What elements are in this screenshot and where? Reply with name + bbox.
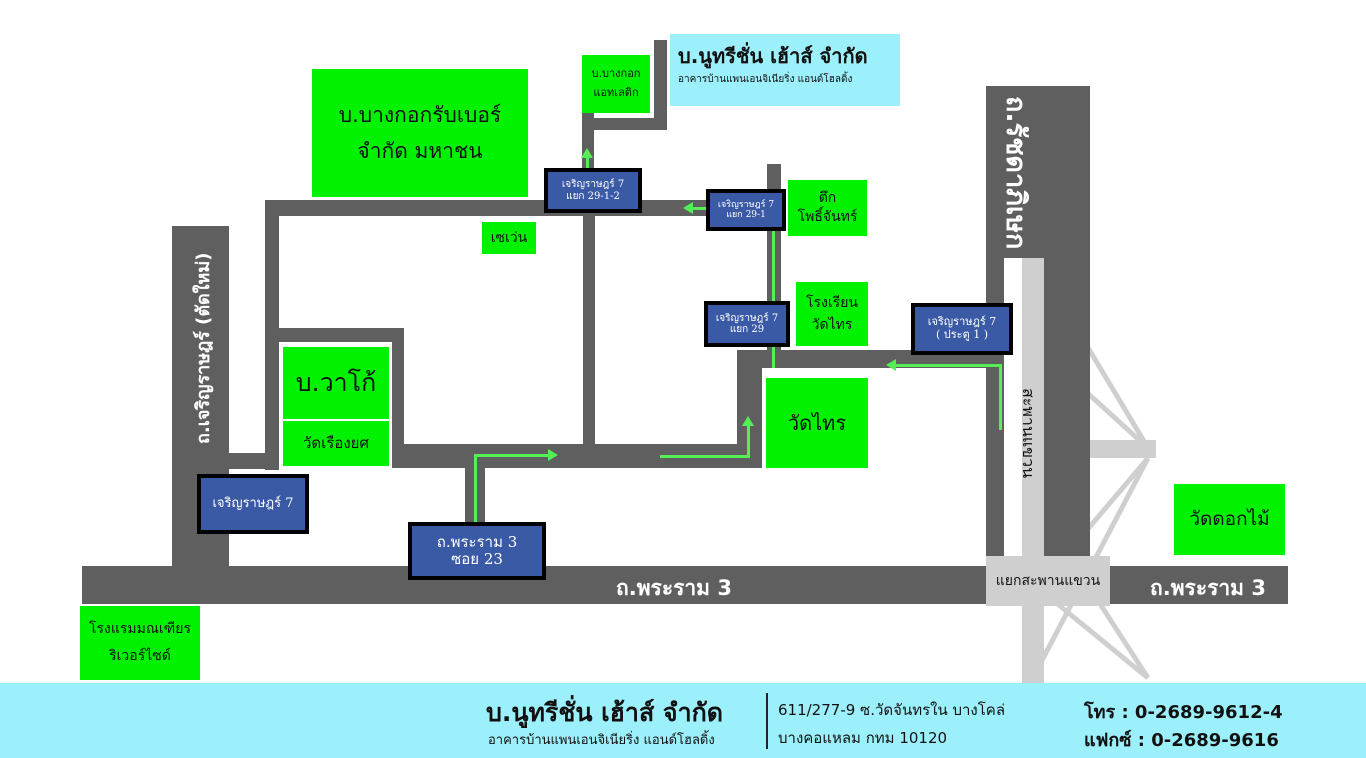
soi-connector-left <box>228 453 266 469</box>
map: ถ.รัชดาภิเษก สะพานแขวน ถ.พระราม 3 ถ.พระร… <box>80 34 1288 683</box>
seven-eleven-landmark: เซเว่น <box>482 222 536 254</box>
soi-label-gate1-line1: เจริญราษฎร์ 7 <box>927 315 997 329</box>
footer-fax: แฟกซ์ : 0-2689-9616 <box>1084 730 1279 751</box>
bangkok-athletic-line2: แอทเลติก <box>593 86 639 99</box>
wat-rueang-yot-label: วัดเรืองยศ <box>303 434 369 453</box>
route-line-gate1-left <box>896 364 1002 367</box>
soi-label-gate1: เจริญราษฎร์ 7 ( ประตู 1 ) <box>911 303 1013 355</box>
soi-label-29-1-line1: เจริญราษฎร์ 7 <box>717 199 775 210</box>
soi-label-rama3-23-line1: ถ.พระราม 3 <box>436 532 518 551</box>
bangkok-rubber-line1: บ.บางกอกรับเบอร์ <box>338 102 502 127</box>
footer: บ.นูทรีชั่น เฮ้าส์ จำกัด อาคารบ้านแพนเอน… <box>0 683 1366 758</box>
montien-riverside-line1: โรงแรมมณเฑียร <box>89 621 191 638</box>
intersection-box: แยกสะพานแขวน <box>986 556 1110 606</box>
soi-inner-horizontal <box>279 328 404 342</box>
montien-riverside-line2: ริเวอร์ไซด์ <box>109 648 171 664</box>
wat-sai-label: วัดไทร <box>787 410 847 435</box>
bangkok-rubber-line2: จำกัด มหาชน <box>357 139 483 163</box>
seven-eleven-label: เซเว่น <box>490 229 528 246</box>
soi-label-gate1-line2: ( ประตู 1 ) <box>935 328 988 341</box>
company-top-name: บ.นูทรีชั่น เฮ้าส์ จำกัด <box>678 44 868 68</box>
wako-landmark: บ.วาโก้ <box>283 347 389 419</box>
bangkok-athletic-line1: บ.บางกอก <box>591 67 641 81</box>
soi-north-horizontal <box>265 200 775 216</box>
rama3-east-label: ถ.พระราม 3 <box>1150 576 1266 600</box>
soi-label-29-1-line2: แยก 29-1 <box>726 210 766 220</box>
route-line-rama3-23-up <box>474 454 477 566</box>
wat-dok-mai-label: วัดดอกไม้ <box>1189 507 1270 530</box>
footer-address-line1: 611/277-9 ซ.วัดจันทรใน บางโคล่ <box>778 701 1006 719</box>
tuek-phothichan-landmark: ตึก โพธิ์จันทร์ <box>788 180 867 236</box>
soi-north-vertical-right <box>654 40 667 130</box>
tuek-phothichan-line2: โพธิ์จันทร์ <box>797 209 858 225</box>
route-line-soi-29 <box>772 228 775 368</box>
route-line-gate1-down <box>999 364 1002 430</box>
soi-label-29-1: เจริญราษฎร์ 7 แยก 29-1 <box>706 189 786 231</box>
footer-company-sub: อาคารบ้านแพนเอนจิเนียริ่ง แอนด์โฮลดิ้ง <box>488 733 715 748</box>
tuek-phothichan-line1: ตึก <box>818 190 837 207</box>
route-line-soi-29-1 <box>693 207 707 210</box>
bangkok-athletic-landmark: บ.บางกอก แอทเลติก <box>582 55 650 113</box>
route-arrow-left-2 <box>886 359 896 371</box>
route-arrow-up-1 <box>742 416 754 426</box>
footer-address-line2: บางคอแหลม กทม 10120 <box>778 729 948 747</box>
company-top-box: บ.นูทรีชั่น เฮ้าส์ จำกัด อาคารบ้านแพนเอน… <box>670 34 900 106</box>
soi-label-29-line2: แยก 29 <box>729 324 765 335</box>
route-line-up-to-soi <box>747 426 750 458</box>
wat-sai-school-line1: โรงเรียน <box>806 294 858 311</box>
wat-dok-mai-landmark: วัดดอกไม้ <box>1174 484 1285 555</box>
ratchadaphisek-label: ถ.รัชดาภิเษก <box>1000 96 1031 250</box>
route-line-north <box>586 158 589 172</box>
soi-west-vertical <box>265 200 279 470</box>
wat-sai-school-line2: วัดไทร <box>811 316 853 333</box>
route-line-to-east <box>474 454 548 457</box>
intersection-label: แยกสะพานแขวน <box>995 573 1101 589</box>
wako-label: บ.วาโก้ <box>295 368 377 398</box>
charoenrat-label: ถ.เจริญราษฎร์ (ตัดใหม่) <box>193 252 214 444</box>
route-line-main-east <box>660 455 750 458</box>
wat-sai-school-landmark: โรงเรียน วัดไทร <box>796 282 868 346</box>
wat-rueang-yot-landmark: วัดเรืองยศ <box>283 421 389 466</box>
footer-phone: โทร : 0-2689-9612-4 <box>1084 702 1283 723</box>
footer-divider <box>766 693 768 749</box>
bridge-label: สะพานแขวน <box>1019 388 1038 478</box>
wat-sai-landmark: วัดไทร <box>766 378 868 468</box>
soi-label-rama3-23-line2: ซอย 23 <box>451 550 503 568</box>
soi-label-charoenrat7-text: เจริญราษฎร์ 7 <box>212 495 294 511</box>
company-top-sub: อาคารบ้านแพนเอนจิเนียริ่ง แอนด์โฮลดิ้ง <box>678 74 853 85</box>
montien-riverside-landmark: โรงแรมมณเฑียร ริเวอร์ไซด์ <box>80 606 200 680</box>
route-arrow-up-2 <box>581 148 593 158</box>
bridge-deck-over-road <box>1022 258 1044 558</box>
bangkok-rubber-landmark: บ.บางกอกรับเบอร์ จำกัด มหาชน <box>312 69 528 197</box>
route-arrow-right-1 <box>548 449 558 461</box>
footer-company-name: บ.นูทรีชั่น เฮ้าส์ จำกัด <box>486 698 723 727</box>
soi-inner-vertical <box>392 328 404 468</box>
route-arrow-left-1 <box>683 202 693 214</box>
soi-label-charoenrat7: เจริญราษฎร์ 7 <box>197 474 309 534</box>
rama3-west-label: ถ.พระราม 3 <box>616 576 732 600</box>
soi-label-rama3-23: ถ.พระราม 3 ซอย 23 <box>408 522 546 580</box>
soi-label-29-line1: เจริญราษฎร์ 7 <box>715 312 779 324</box>
soi-middle-vertical <box>583 200 595 448</box>
soi-label-29-1-2: เจริญราษฎร์ 7 แยก 29-1-2 <box>544 168 642 213</box>
soi-label-29-1-2-line1: เจริญราษฎร์ 7 <box>561 179 625 190</box>
soi-north-horizontal-top <box>582 118 667 130</box>
soi-label-29: เจริญราษฎร์ 7 แยก 29 <box>704 301 790 347</box>
soi-label-29-1-2-line2: แยก 29-1-2 <box>566 190 620 202</box>
